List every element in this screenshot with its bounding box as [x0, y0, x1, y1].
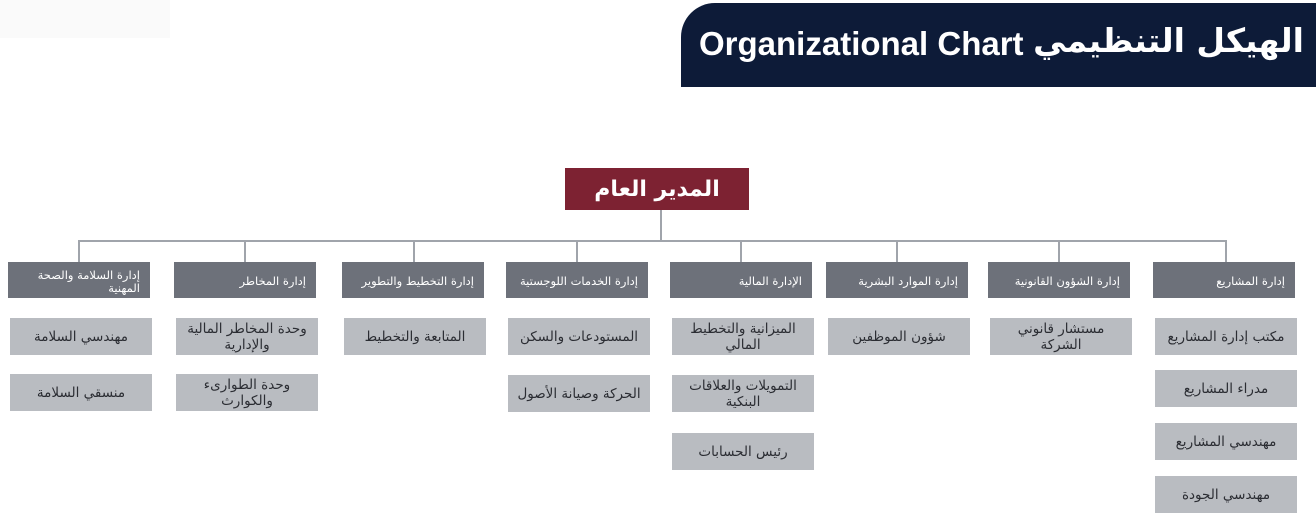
dept-risk: إدارة المخاطر	[174, 262, 316, 298]
connector-drop-4	[740, 240, 742, 262]
dept-legal: إدارة الشؤون القانونية	[988, 262, 1130, 298]
unit-warehouses-housing: المستودعات والسكن	[508, 318, 650, 355]
unit-employee-affairs: شؤون الموظفين	[828, 318, 970, 355]
connector-drop-1	[1225, 240, 1227, 262]
unit-followup-planning: المتابعة والتخطيط	[344, 318, 486, 355]
title-banner: الهيكل التنظيمي Organizational Chart	[681, 3, 1316, 87]
dept-projects: إدارة المشاريع	[1153, 262, 1295, 298]
general-manager-box: المدير العام	[565, 168, 749, 210]
dept-finance: الإدارة المالية	[670, 262, 812, 298]
unit-financial-risk: وحدة المخاطر المالية والإدارية	[176, 318, 318, 355]
connector-drop-5	[576, 240, 578, 262]
dept-logistics: إدارة الخدمات اللوجستية	[506, 262, 648, 298]
dept-safety: إدارة السلامة والصحة المهنية	[8, 262, 150, 298]
connector-drop-8	[78, 240, 80, 262]
unit-safety-engineers: مهندسي السلامة	[10, 318, 152, 355]
connector-drop-6	[413, 240, 415, 262]
connector-horizontal	[78, 240, 1226, 242]
dept-planning: إدارة التخطيط والتطوير	[342, 262, 484, 298]
unit-project-managers: مدراء المشاريع	[1155, 370, 1297, 407]
corner-artifact	[0, 0, 170, 38]
dept-human-resources: إدارة الموارد البشرية	[826, 262, 968, 298]
unit-legal-advisor: مستشار قانوني الشركة	[990, 318, 1132, 355]
unit-pmo: مكتب إدارة المشاريع	[1155, 318, 1297, 355]
unit-transport-maintenance: الحركة وصيانة الأصول	[508, 375, 650, 412]
unit-head-accounts: رئيس الحسابات	[672, 433, 814, 470]
connector-drop-3	[896, 240, 898, 262]
unit-financing-banking: التمويلات والعلاقات البنكية	[672, 375, 814, 412]
unit-budget-planning: الميزانية والتخطيط المالي	[672, 318, 814, 355]
title-arabic: الهيكل التنظيمي	[1033, 21, 1304, 60]
connector-drop-2	[1058, 240, 1060, 262]
connector-drop-7	[244, 240, 246, 262]
connector-gm-down	[660, 210, 662, 241]
unit-emergency: وحدة الطوارىء والكوارث	[176, 374, 318, 411]
unit-safety-coordinators: منسقي السلامة	[10, 374, 152, 411]
unit-project-engineers: مهندسي المشاريع	[1155, 423, 1297, 460]
title-english: Organizational Chart	[699, 25, 1024, 62]
unit-quality-engineers: مهندسي الجودة	[1155, 476, 1297, 513]
